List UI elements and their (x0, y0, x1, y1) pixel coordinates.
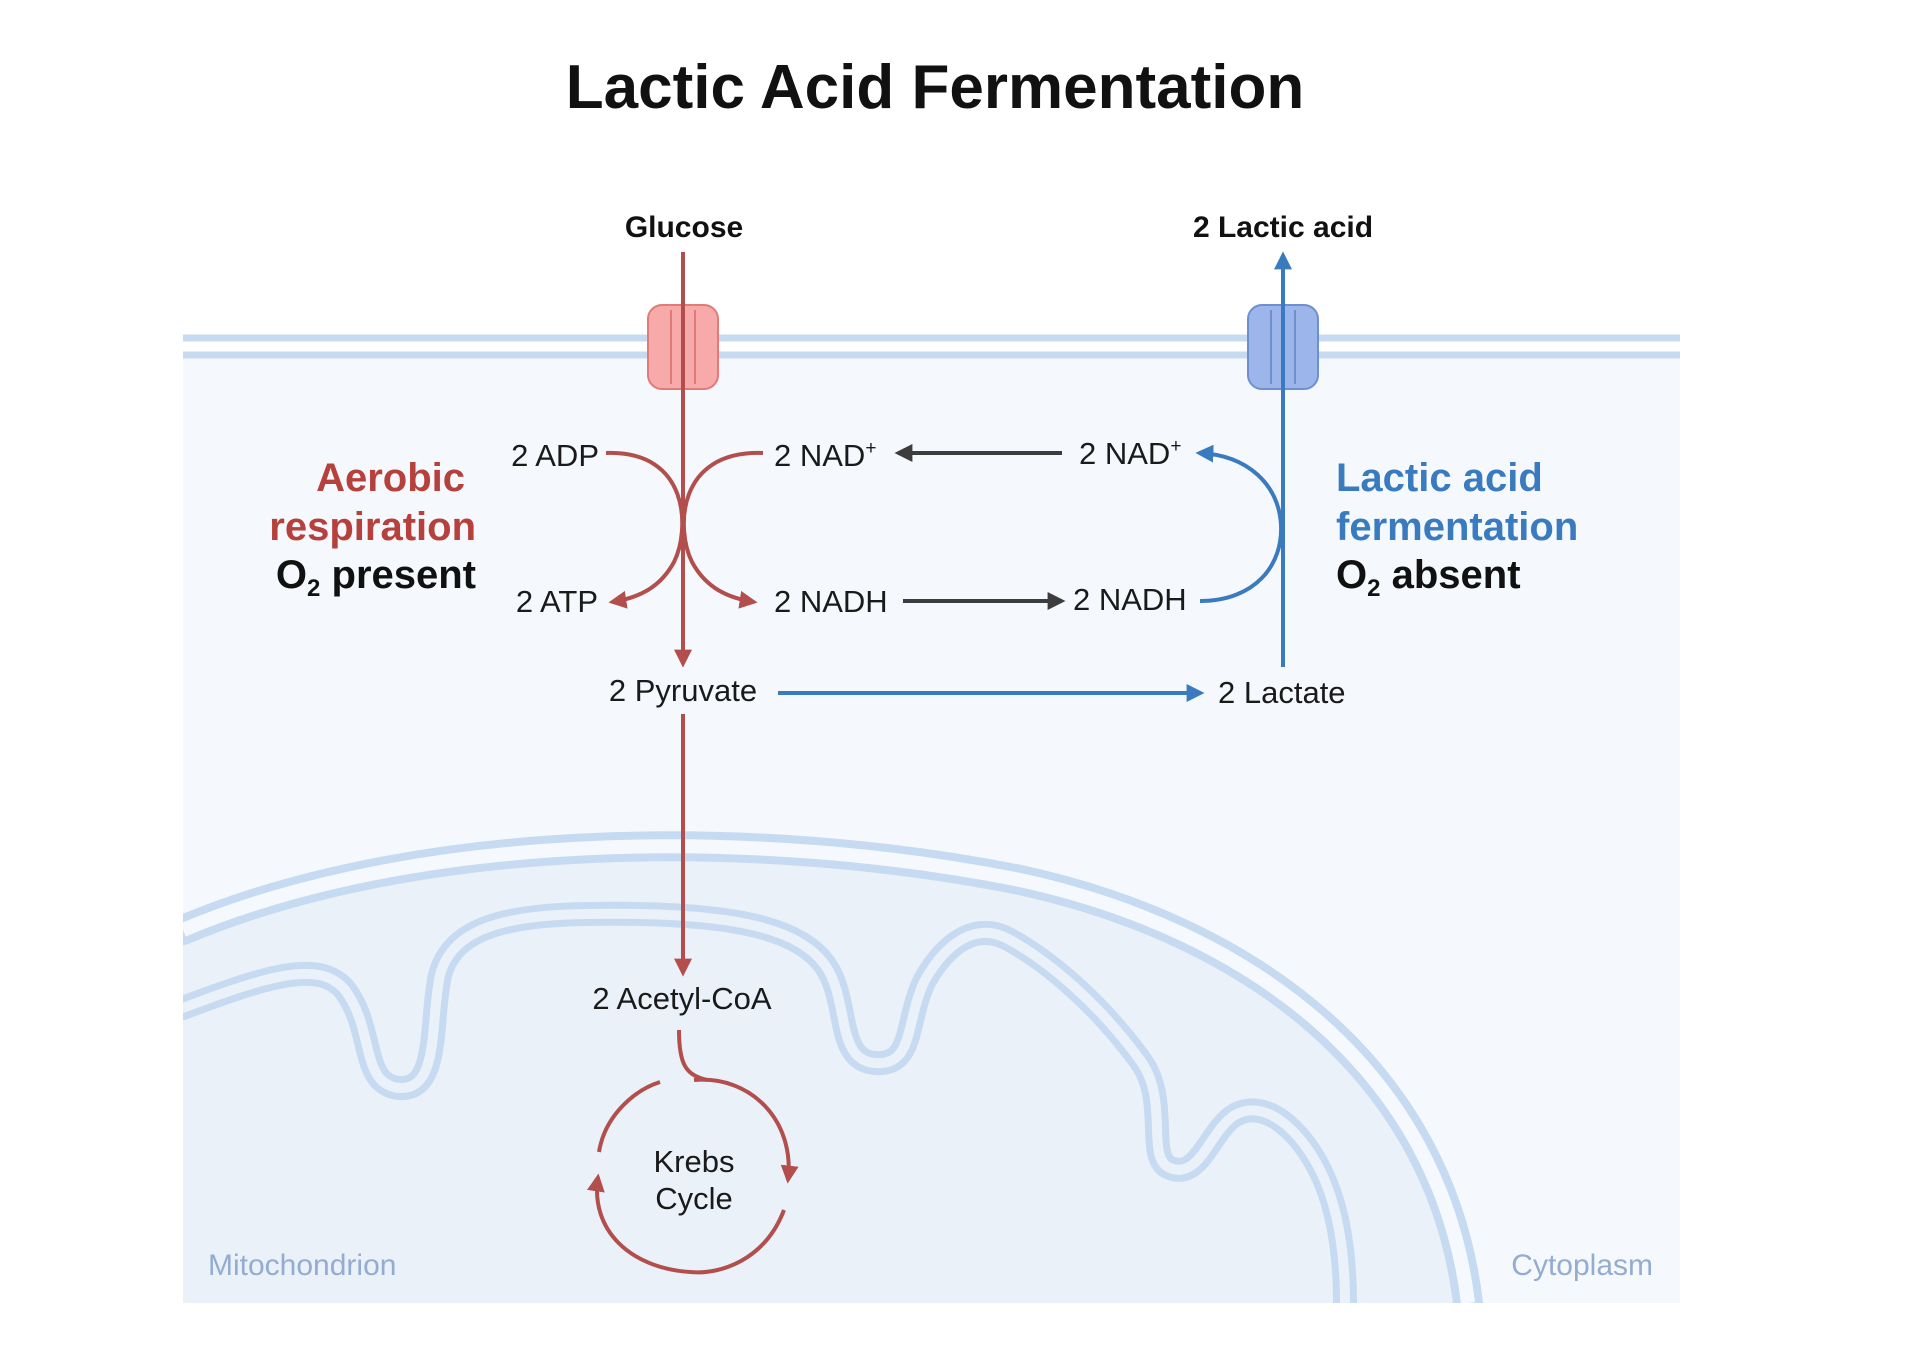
nad-to-nadh-arrow (681, 450, 764, 609)
mitochondrion-label: Mitochondrion (208, 1249, 396, 1282)
nad-right-label: 2 NAD+ (1079, 436, 1181, 471)
krebs-label-line2: Cycle (655, 1181, 733, 1216)
aerobic-label-line2: respiration (269, 505, 476, 549)
page-title: Lactic Acid Fermentation (566, 53, 1304, 122)
mitochondrion (183, 831, 1483, 1303)
krebs-label-line1: Krebs (654, 1144, 735, 1179)
cytoplasm-label: Cytoplasm (1511, 1249, 1653, 1282)
pyruvate-label: 2 Pyruvate (609, 673, 757, 708)
fermentation-oxygen-label: O2 absent (1336, 553, 1521, 602)
cell-membrane (183, 334, 1680, 359)
nadh-left-label: 2 NADH (774, 584, 888, 619)
nad-left-label: 2 NAD+ (774, 438, 876, 473)
aerobic-oxygen-label: O2 present (276, 553, 476, 602)
adp-to-atp-arrow (605, 450, 685, 609)
fermentation-label-line1: Lactic acid (1336, 456, 1543, 500)
fermentation-label-line2: fermentation (1336, 505, 1578, 549)
nadh-to-nad-regeneration-arrow (1195, 444, 1284, 603)
acetyl-coa-label: 2 Acetyl-CoA (592, 981, 772, 1016)
krebs-cycle-arrow-left (586, 1173, 786, 1275)
atp-label: 2 ATP (516, 584, 598, 619)
adp-label: 2 ADP (511, 438, 599, 473)
nadh-right-label: 2 NADH (1073, 582, 1187, 617)
lactate-label: 2 Lactate (1218, 675, 1346, 710)
lactic-acid-out-label: 2 Lactic acid (1193, 211, 1373, 244)
aerobic-label-line1: Aerobic (316, 456, 465, 500)
glucose-label: Glucose (625, 211, 743, 244)
krebs-cycle-arrow-right (693, 1077, 799, 1184)
